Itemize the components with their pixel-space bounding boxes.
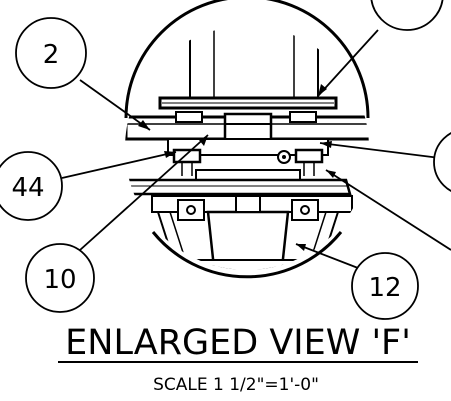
arrowhead <box>320 141 332 148</box>
nut <box>172 148 202 164</box>
leader-lines <box>61 29 451 269</box>
bolt-head <box>175 111 203 123</box>
balloon-right-partial <box>433 132 451 192</box>
intermediate-band <box>195 169 301 181</box>
mechanical-assembly <box>125 26 369 270</box>
clevis-top <box>235 195 261 213</box>
balloon-12 <box>351 252 419 320</box>
upper-column <box>189 26 319 101</box>
base-plate <box>139 259 361 270</box>
balloon-label-2: 2 <box>43 40 60 70</box>
arrowhead <box>138 120 150 130</box>
leader-line-10 <box>79 134 209 251</box>
view-title: ENLARGED VIEW 'F' <box>65 323 411 363</box>
arrowhead <box>326 170 336 178</box>
bolt-head <box>289 111 317 123</box>
balloon-2 <box>15 17 87 89</box>
arrowhead <box>296 244 306 251</box>
arrowhead <box>164 151 176 158</box>
balloon-top-right <box>370 0 444 31</box>
balloon-label-10: 10 <box>43 265 76 295</box>
balloon-callouts <box>0 0 451 320</box>
nut <box>294 148 324 164</box>
angled-plate <box>125 178 352 196</box>
leader-line-right-lower <box>325 169 451 251</box>
leader-line-2 <box>79 79 151 131</box>
balloon-44 <box>0 151 63 221</box>
arrowhead <box>318 84 327 96</box>
scale-note: SCALE 1 1/2"=1'-0" <box>153 375 319 395</box>
arrowhead <box>199 135 208 146</box>
balloon-label-12: 12 <box>368 273 401 303</box>
arrowheads <box>138 84 336 251</box>
leader-line-44 <box>61 151 177 179</box>
leader-line-right-upper <box>319 142 441 159</box>
centre-hub <box>223 112 273 144</box>
lower-bracket <box>167 138 329 156</box>
leader-line-12 <box>295 243 359 269</box>
balloon-label-44: 44 <box>11 173 44 203</box>
balloon-10 <box>25 243 95 313</box>
leader-line-top <box>317 29 379 97</box>
